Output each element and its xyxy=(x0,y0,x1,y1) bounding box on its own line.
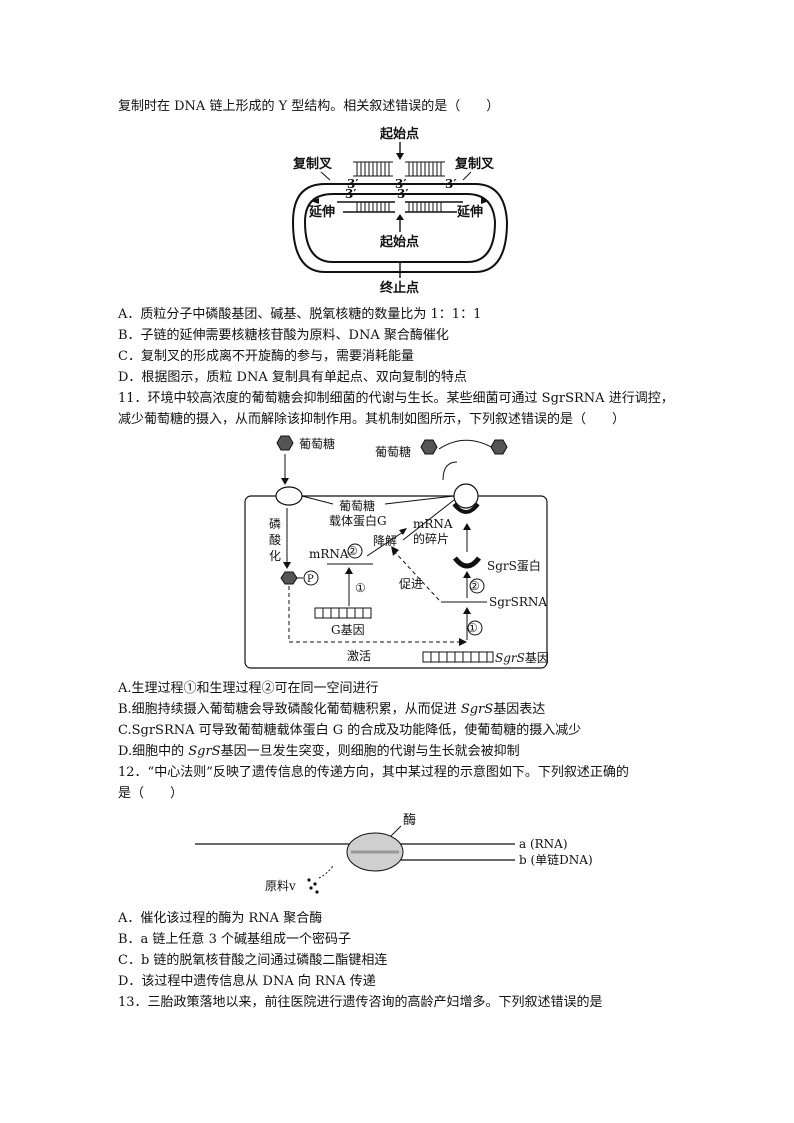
q11-option-c: C.SgrSRNA 可导致葡萄糖载体蛋白 G 的合成及功能降低，使葡萄糖的摄入减… xyxy=(118,723,582,738)
label-3prime-4: 3′ xyxy=(397,187,409,201)
q11-stem-line1: 11．环境中较高浓度的葡萄糖会抑制细菌的代谢与生长。某些细菌可通过 SgrSRN… xyxy=(118,391,674,406)
svg-text:SgrS基因: SgrS基因 xyxy=(495,651,549,665)
phos-char3: 化 xyxy=(269,549,281,563)
phosphate-symbol: P xyxy=(307,574,314,585)
extension-left-label: 延伸 xyxy=(308,204,335,220)
q10-stem: 复制时在 DNA 链上形成的 Y 型结构。相关叙述错误的是（ ） xyxy=(118,99,500,114)
fragment-label-line1: mRNA xyxy=(413,517,453,531)
fragment-label-line2: 的碎片 xyxy=(413,531,449,546)
strand-b-label: b (单链DNA) xyxy=(519,852,593,867)
process1-right: ① xyxy=(467,621,478,635)
carrier-label-line1: 葡萄糖 xyxy=(339,498,375,513)
q12-option-c: C．b 链的脱氧核苷酸之间通过磷酸二酯键相连 xyxy=(118,953,388,968)
q10-option-b: B．子链的延伸需要核糖核苷酸为原料、DNA 聚合酶催化 xyxy=(118,328,449,343)
origin-bottom-label: 起始点 xyxy=(379,234,419,250)
glucose-left-label: 葡萄糖 xyxy=(299,436,335,451)
g-gene-label: G基因 xyxy=(331,623,365,637)
carrier-label-line2: 载体蛋白G xyxy=(329,513,387,528)
q11-option-d: D.细胞中的 SgrS基因一旦发生突变，则细胞的代谢与生长就会被抑制 xyxy=(118,744,520,759)
central-dogma-figure: 酶 a (RNA) b (单链DNA) 原料v xyxy=(195,812,593,894)
label-3prime-3: 3′ xyxy=(345,187,357,201)
q11-stem-line2: 减少葡萄糖的摄入，从而解除该抑制作用。其机制如图所示，下列叙述错误的是（ ） xyxy=(118,412,626,427)
sgrs-protein-label: SgrS蛋白 xyxy=(487,558,541,573)
q11-option-b: B.细胞持续摄入葡萄糖会导致磷酸化葡萄糖积累，从而促进 SgrS基因表达 xyxy=(118,702,546,717)
process2-left: ② xyxy=(347,544,358,558)
material-label: 原料v xyxy=(265,879,296,893)
q12-stem-line1: 12．“中心法则”反映了遗传信息的传递方向，其中某过程的示意图如下。下列叙述正确… xyxy=(118,765,629,780)
sgrs-mechanism-figure: 葡萄糖 葡萄糖 葡萄糖 载体蛋白G 磷 酸 化 P 激活 mRNA ② 降解 m… xyxy=(244,435,549,669)
q12-option-d: D．该过程中遗传信息从 DNA 向 RNA 传递 xyxy=(118,974,376,989)
q10-option-c: C．复制叉的形成离不开旋酶的参与，需要消耗能量 xyxy=(118,349,414,364)
phos-char1: 磷 xyxy=(269,516,281,531)
strand-a-label: a (RNA) xyxy=(519,837,568,851)
plasmid-replication-figure: 起始点 复制叉 复制叉 3′ 3′ 3′ 3′ 3′ 延伸 延伸 起始点 终止点 xyxy=(291,126,509,294)
label-3prime-1: 3′ xyxy=(395,177,407,191)
extension-right-label: 延伸 xyxy=(456,204,483,220)
q10-option-a: A．质粒分子中磷酸基团、碱基、脱氧核糖的数量比为 1：1：1 xyxy=(118,307,482,322)
fork-left-label: 复制叉 xyxy=(292,156,333,172)
glucose-right-label: 葡萄糖 xyxy=(375,444,411,459)
q10-option-d: D．根据图示，质粒 DNA 复制具有单起点、双向复制的特点 xyxy=(118,370,467,385)
label-3prime-2: 3′ xyxy=(445,177,457,191)
process1-left: ① xyxy=(355,581,366,595)
promote-label: 促进 xyxy=(399,577,423,591)
mrna-label: mRNA xyxy=(309,547,349,561)
phos-char2: 酸 xyxy=(269,532,281,547)
sgrsrna-label: SgrSRNA xyxy=(489,595,547,609)
q12-option-a: A．催化该过程的酶为 RNA 聚合酶 xyxy=(118,911,323,926)
q12-option-b: B．a 链上任意 3 个碱基组成一个密码子 xyxy=(118,932,351,947)
origin-top-label: 起始点 xyxy=(379,126,419,142)
sgrs-gene-suffix: 基因 xyxy=(525,651,549,665)
q11-option-a: A.生理过程①和生理过程②可在同一空间进行 xyxy=(118,681,379,696)
terminus-label: 终止点 xyxy=(380,280,419,294)
label-3prime-5: 3′ xyxy=(347,177,359,191)
q13-stem-line1: 13．三胎政策落地以来，前往医院进行遗传咨询的高龄产妇增多。下列叙述错误的是 xyxy=(118,995,603,1010)
q12-stem-line2: 是（ ） xyxy=(118,786,184,801)
enzyme-label: 酶 xyxy=(403,812,416,828)
degrade-label: 降解 xyxy=(373,534,397,548)
process2-right: ② xyxy=(469,579,480,593)
sgrs-gene-italic: SgrS xyxy=(495,651,525,665)
fork-right-label: 复制叉 xyxy=(454,156,495,172)
activate-label: 激活 xyxy=(347,649,371,663)
